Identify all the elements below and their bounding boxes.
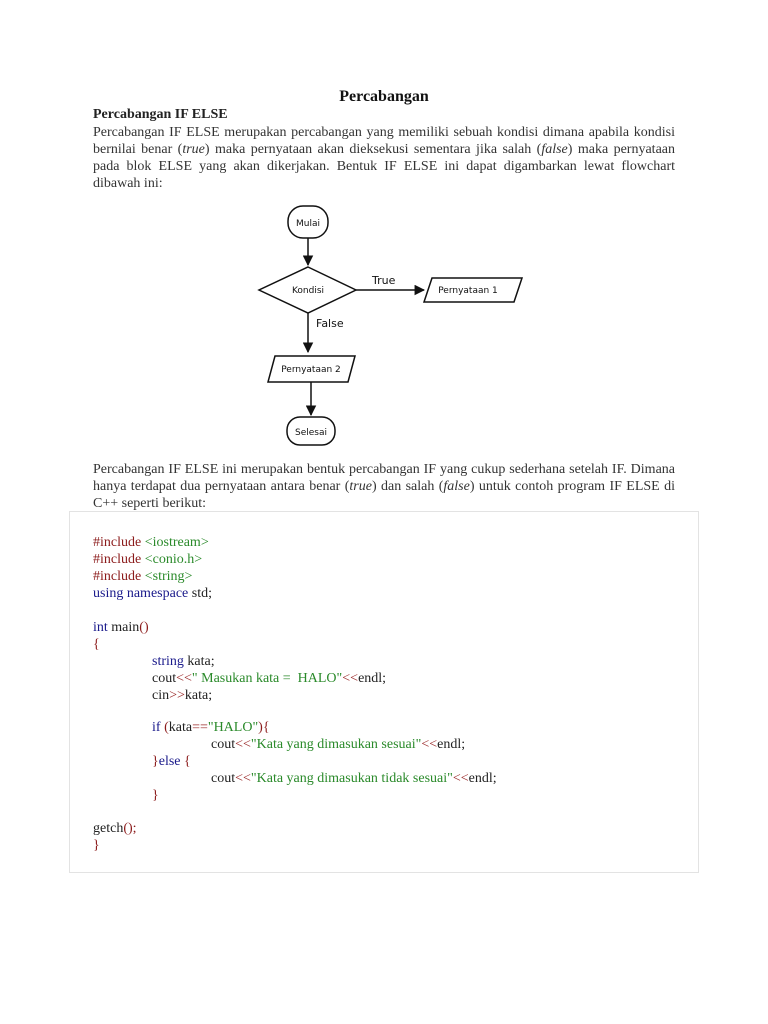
code-token: <string>: [144, 569, 193, 584]
code-token: <<: [176, 671, 192, 686]
code-token: using namespace: [93, 586, 189, 601]
statement2-box: [267, 355, 356, 383]
true-term: true: [182, 142, 205, 157]
code-token: getch: [93, 821, 124, 836]
code-line: }else {: [152, 753, 191, 770]
start-label: Mulai: [296, 219, 320, 229]
code-token: }: [152, 788, 159, 803]
statement2-label: Pernyataan 2: [281, 365, 341, 375]
section-heading: Percabangan IF ELSE: [93, 107, 228, 122]
code-line: }: [93, 837, 100, 854]
code-token: ();: [123, 821, 137, 836]
code-line: #include <conio.h>: [93, 551, 202, 568]
code-token: }: [93, 838, 100, 853]
code-token: std;: [188, 586, 212, 601]
code-token: >>: [169, 688, 185, 703]
code-line: getch();: [93, 820, 137, 837]
code-line: cout<<" Masukan kata = HALO"<<endl;: [152, 670, 386, 687]
text: Percabangan IF ELSE merupakan percabanga…: [93, 125, 675, 157]
intro-paragraph: Percabangan IF ELSE merupakan percabanga…: [93, 124, 675, 192]
code-token: cout: [152, 671, 177, 686]
code-token: "Kata yang dimasukan sesuai": [250, 737, 422, 752]
code-line: cout<<"Kata yang dimasukan tidak sesuai"…: [211, 770, 497, 787]
end-terminator: [286, 416, 336, 446]
text: Percabangan IF ELSE ini merupakan bentuk…: [93, 462, 675, 494]
code-token: main: [107, 620, 140, 635]
code-token: ==: [192, 720, 208, 735]
condition-diamond: [257, 266, 358, 314]
code-token: " Masukan kata = HALO": [191, 671, 343, 686]
code-token: string: [152, 654, 184, 669]
statement1-box: [422, 277, 524, 303]
code-line: string kata;: [152, 653, 215, 670]
start-terminator: [287, 205, 329, 239]
code-token: kata;: [183, 654, 215, 669]
page-title: Percabangan: [339, 88, 429, 105]
text: ) dan salah (: [371, 479, 444, 494]
code-token: else: [158, 754, 181, 769]
code-token: #include: [93, 569, 145, 584]
code-token: (): [139, 620, 149, 635]
code-token: <<: [235, 737, 251, 752]
code-token: if: [152, 720, 161, 735]
text: ) maka pernyataan pada blok ELSE yang ak…: [93, 142, 675, 191]
code-token: (: [160, 720, 169, 735]
code-token: cin: [152, 688, 170, 703]
code-token: endl;: [468, 771, 497, 786]
code-token: kata;: [184, 688, 213, 703]
code-token: endl;: [358, 671, 387, 686]
end-label: Selesai: [295, 428, 327, 438]
code-line: #include <string>: [93, 568, 192, 585]
code-line: {: [93, 636, 100, 653]
code-token: "Kata yang dimasukan tidak sesuai": [250, 771, 453, 786]
code-token: {: [93, 637, 100, 652]
code-token: <<: [235, 771, 251, 786]
code-token: endl;: [437, 737, 466, 752]
text: ) maka pernyataan akan dieksekusi sement…: [204, 142, 542, 157]
code-token: {: [180, 754, 191, 769]
code-line: cout<<"Kata yang dimasukan sesuai"<<endl…: [211, 736, 465, 753]
code-token: }: [152, 754, 159, 769]
code-token: int: [93, 620, 108, 635]
false-label: False: [316, 317, 344, 330]
code-line: #include <iostream>: [93, 534, 209, 551]
true-label: True: [371, 274, 396, 287]
condition-label: Kondisi: [292, 286, 324, 296]
code-line: using namespace std;: [93, 585, 212, 602]
explanation-paragraph: Percabangan IF ELSE ini merupakan bentuk…: [93, 461, 675, 512]
code-token: #include: [93, 535, 145, 550]
true-term: true: [349, 479, 372, 494]
code-token: "HALO": [207, 720, 259, 735]
code-token: <<: [452, 771, 469, 786]
code-token: #include: [93, 552, 145, 567]
code-token: cout: [211, 771, 236, 786]
statement1-label: Pernyataan 1: [438, 286, 498, 296]
false-term: false: [443, 479, 470, 494]
code-token: <conio.h>: [144, 552, 203, 567]
false-term: false: [541, 142, 568, 157]
code-token: kata: [168, 720, 193, 735]
text: ) untuk contoh program IF ELSE di C++ se…: [93, 479, 675, 511]
code-line: }: [152, 787, 159, 804]
code-token: cout: [211, 737, 236, 752]
code-token: <iostream>: [144, 535, 209, 550]
code-block: [69, 511, 699, 873]
code-token: ){: [258, 720, 270, 735]
code-line: cin>>kata;: [152, 687, 212, 704]
code-token: <<: [421, 737, 438, 752]
code-line: int main(): [93, 619, 149, 636]
code-token: <<: [342, 671, 359, 686]
code-line: if (kata=="HALO"){: [152, 719, 270, 736]
